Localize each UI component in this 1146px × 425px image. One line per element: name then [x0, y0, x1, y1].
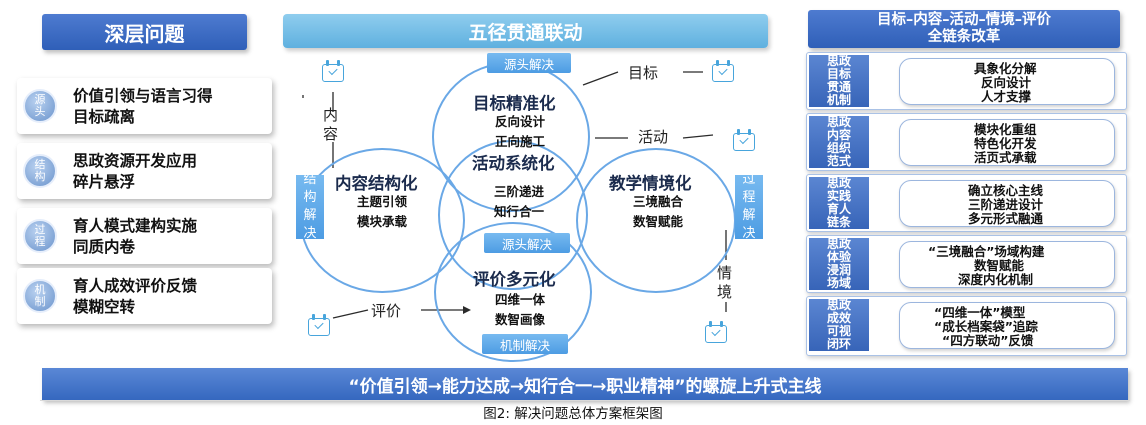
problem-line: 育人模式建构实施 — [73, 217, 198, 235]
dim-activity: 活动 — [638, 128, 669, 146]
reform-line: 三阶递进设计 — [968, 197, 1044, 212]
content-line: 主题引领 — [356, 194, 407, 209]
reform-line: 特色化开发 — [974, 136, 1037, 151]
problem-card-source: 源头 价值引领与语言习得 目标疏离 — [17, 78, 272, 134]
activity-title: 活动系统化 — [472, 154, 555, 173]
source-solution-label-top: 源头解决 — [487, 53, 571, 73]
dim-goal: 目标 — [628, 64, 659, 82]
reform-line: 活页式承载 — [974, 150, 1037, 165]
full-chain-reform-header: 目标–内容–活动–情境–评价 全链条改革 — [808, 10, 1120, 48]
reform-line: 反向设计 — [981, 75, 1032, 90]
divider — [40, 400, 1130, 401]
goal-desc: 反向设计 正向施工 — [490, 112, 550, 152]
reform-line: 数智赋能 — [974, 258, 1025, 273]
reform-body: “四维一体”模型 “成长档案袋”追踪 “四方联动”反馈 — [899, 302, 1115, 349]
context-line: 数智赋能 — [632, 214, 683, 229]
reform-line: 人才支撑 — [981, 89, 1032, 104]
reform-side-label: 思政内容组织范式 — [809, 116, 869, 168]
evaluation-desc: 四维一体 数智画像 — [490, 290, 550, 330]
reform-row-outcome: 思政成效可视闭环 “四维一体”模型 “成长档案袋”追踪 “四方联动”反馈 — [806, 296, 1127, 356]
reform-side-label: 思政实践育人链条 — [809, 177, 869, 229]
evaluation-line: 四维一体 — [494, 292, 545, 307]
activity-desc: 三阶递进 知行合一 — [489, 182, 549, 222]
reform-body: 确立核心主线 三阶递进设计 多元形式融通 — [899, 180, 1115, 227]
reform-line: “四维一体”模型 — [934, 305, 1026, 320]
context-title: 教学情境化 — [609, 174, 692, 193]
reform-line: 确立核心主线 — [968, 183, 1044, 198]
dim-content: 内容 — [323, 106, 339, 143]
source-solution-label-center: 源头解决 — [484, 233, 570, 253]
reform-line: 具象化分解 — [974, 61, 1037, 76]
deep-problems-header: 深层问题 — [42, 14, 247, 50]
calendar-check-icon — [733, 129, 755, 151]
evaluation-line: 数智画像 — [494, 312, 545, 327]
problem-tag: 机制 — [23, 279, 57, 313]
calendar-check-icon — [308, 314, 330, 336]
goal-title: 目标精准化 — [473, 94, 556, 113]
problem-line: 价值引领与语言习得 — [73, 87, 213, 105]
content-title: 内容结构化 — [335, 174, 418, 193]
problem-tag: 过程 — [23, 219, 57, 253]
problem-line: 目标疏离 — [73, 108, 136, 126]
reform-side-label: 思政成效可视闭环 — [809, 299, 869, 351]
structure-solution-label: 结构解决 — [296, 172, 324, 241]
circle-evaluation — [434, 222, 592, 362]
problem-line: 思政资源开发应用 — [73, 152, 198, 170]
reform-body: 具象化分解 反向设计 人才支撑 — [899, 58, 1115, 105]
five-paths-header: 五径贯通联动 — [283, 14, 768, 48]
reform-line: “三境融合”场域构建 — [928, 244, 1045, 259]
goal-line: 反向设计 — [494, 114, 545, 129]
reform-body: 模块化重组 特色化开发 活页式承载 — [899, 119, 1115, 166]
mechanism-solution-label: 机制解决 — [482, 334, 568, 354]
problem-card-process: 过程 育人模式建构实施 同质内卷 — [17, 208, 272, 264]
calendar-check-icon — [322, 60, 344, 82]
reform-body: “三境融合”场域构建 数智赋能 深度内化机制 — [899, 241, 1115, 288]
problem-text: 育人成效评价反馈 模糊空转 — [73, 276, 268, 318]
dim-evaluation: 评价 — [371, 302, 402, 320]
reform-side-label: 思政目标贯通机制 — [809, 55, 869, 107]
problem-line: 碎片悬浮 — [73, 173, 136, 191]
spiral-mainline-banner: “价值引领→能力达成→知行合一→职业精神”的螺旋上升式主线 — [42, 368, 1128, 400]
calendar-check-icon — [705, 321, 727, 343]
problem-card-structure: 结构 思政资源开发应用 碎片悬浮 — [17, 143, 272, 199]
figure-caption: 图2: 解决问题总体方案框架图 — [483, 406, 663, 422]
header-line: 全链条改革 — [927, 29, 1001, 45]
evaluation-title: 评价多元化 — [473, 270, 556, 289]
problem-line: 模糊空转 — [73, 298, 136, 316]
content-desc: 主题引领 模块承载 — [352, 192, 412, 232]
context-desc: 三境融合 数智赋能 — [628, 192, 688, 232]
process-solution-label: 过程解决 — [735, 172, 763, 241]
problem-tag: 源头 — [23, 89, 57, 123]
reform-row-practice: 思政实践育人链条 确立核心主线 三阶递进设计 多元形式融通 — [806, 174, 1127, 232]
problem-line: 育人成效评价反馈 — [73, 277, 198, 295]
reform-side-label: 思政体验浸润场域 — [809, 238, 869, 290]
calendar-check-icon — [712, 60, 734, 82]
problem-line: 同质内卷 — [73, 238, 136, 256]
activity-line: 三阶递进 — [493, 184, 544, 199]
context-line: 三境融合 — [632, 194, 683, 209]
reform-line: 深度内化机制 — [958, 272, 1034, 287]
activity-line: 知行合一 — [493, 204, 544, 219]
reform-row-experience: 思政体验浸润场域 “三境融合”场域构建 数智赋能 深度内化机制 — [806, 235, 1127, 293]
content-line: 模块承载 — [356, 214, 407, 229]
reform-line: “四方联动”反馈 — [942, 333, 1034, 348]
problem-text: 育人模式建构实施 同质内卷 — [73, 216, 268, 258]
header-line: 目标–内容–活动–情境–评价 — [877, 12, 1051, 28]
problem-text: 价值引领与语言习得 目标疏离 — [73, 86, 268, 128]
reform-row-goal: 思政目标贯通机制 具象化分解 反向设计 人才支撑 — [806, 52, 1127, 110]
reform-line: 多元形式融通 — [968, 211, 1044, 226]
reform-line: 模块化重组 — [974, 122, 1037, 137]
reform-row-content: 思政内容组织范式 模块化重组 特色化开发 活页式承载 — [806, 113, 1127, 171]
problem-card-mechanism: 机制 育人成效评价反馈 模糊空转 — [17, 268, 272, 324]
goal-line: 正向施工 — [494, 134, 545, 149]
problem-text: 思政资源开发应用 碎片悬浮 — [73, 151, 268, 193]
reform-line: “成长档案袋”追踪 — [934, 319, 1038, 334]
problem-tag: 结构 — [23, 154, 57, 188]
dim-context: 情境 — [717, 264, 733, 301]
